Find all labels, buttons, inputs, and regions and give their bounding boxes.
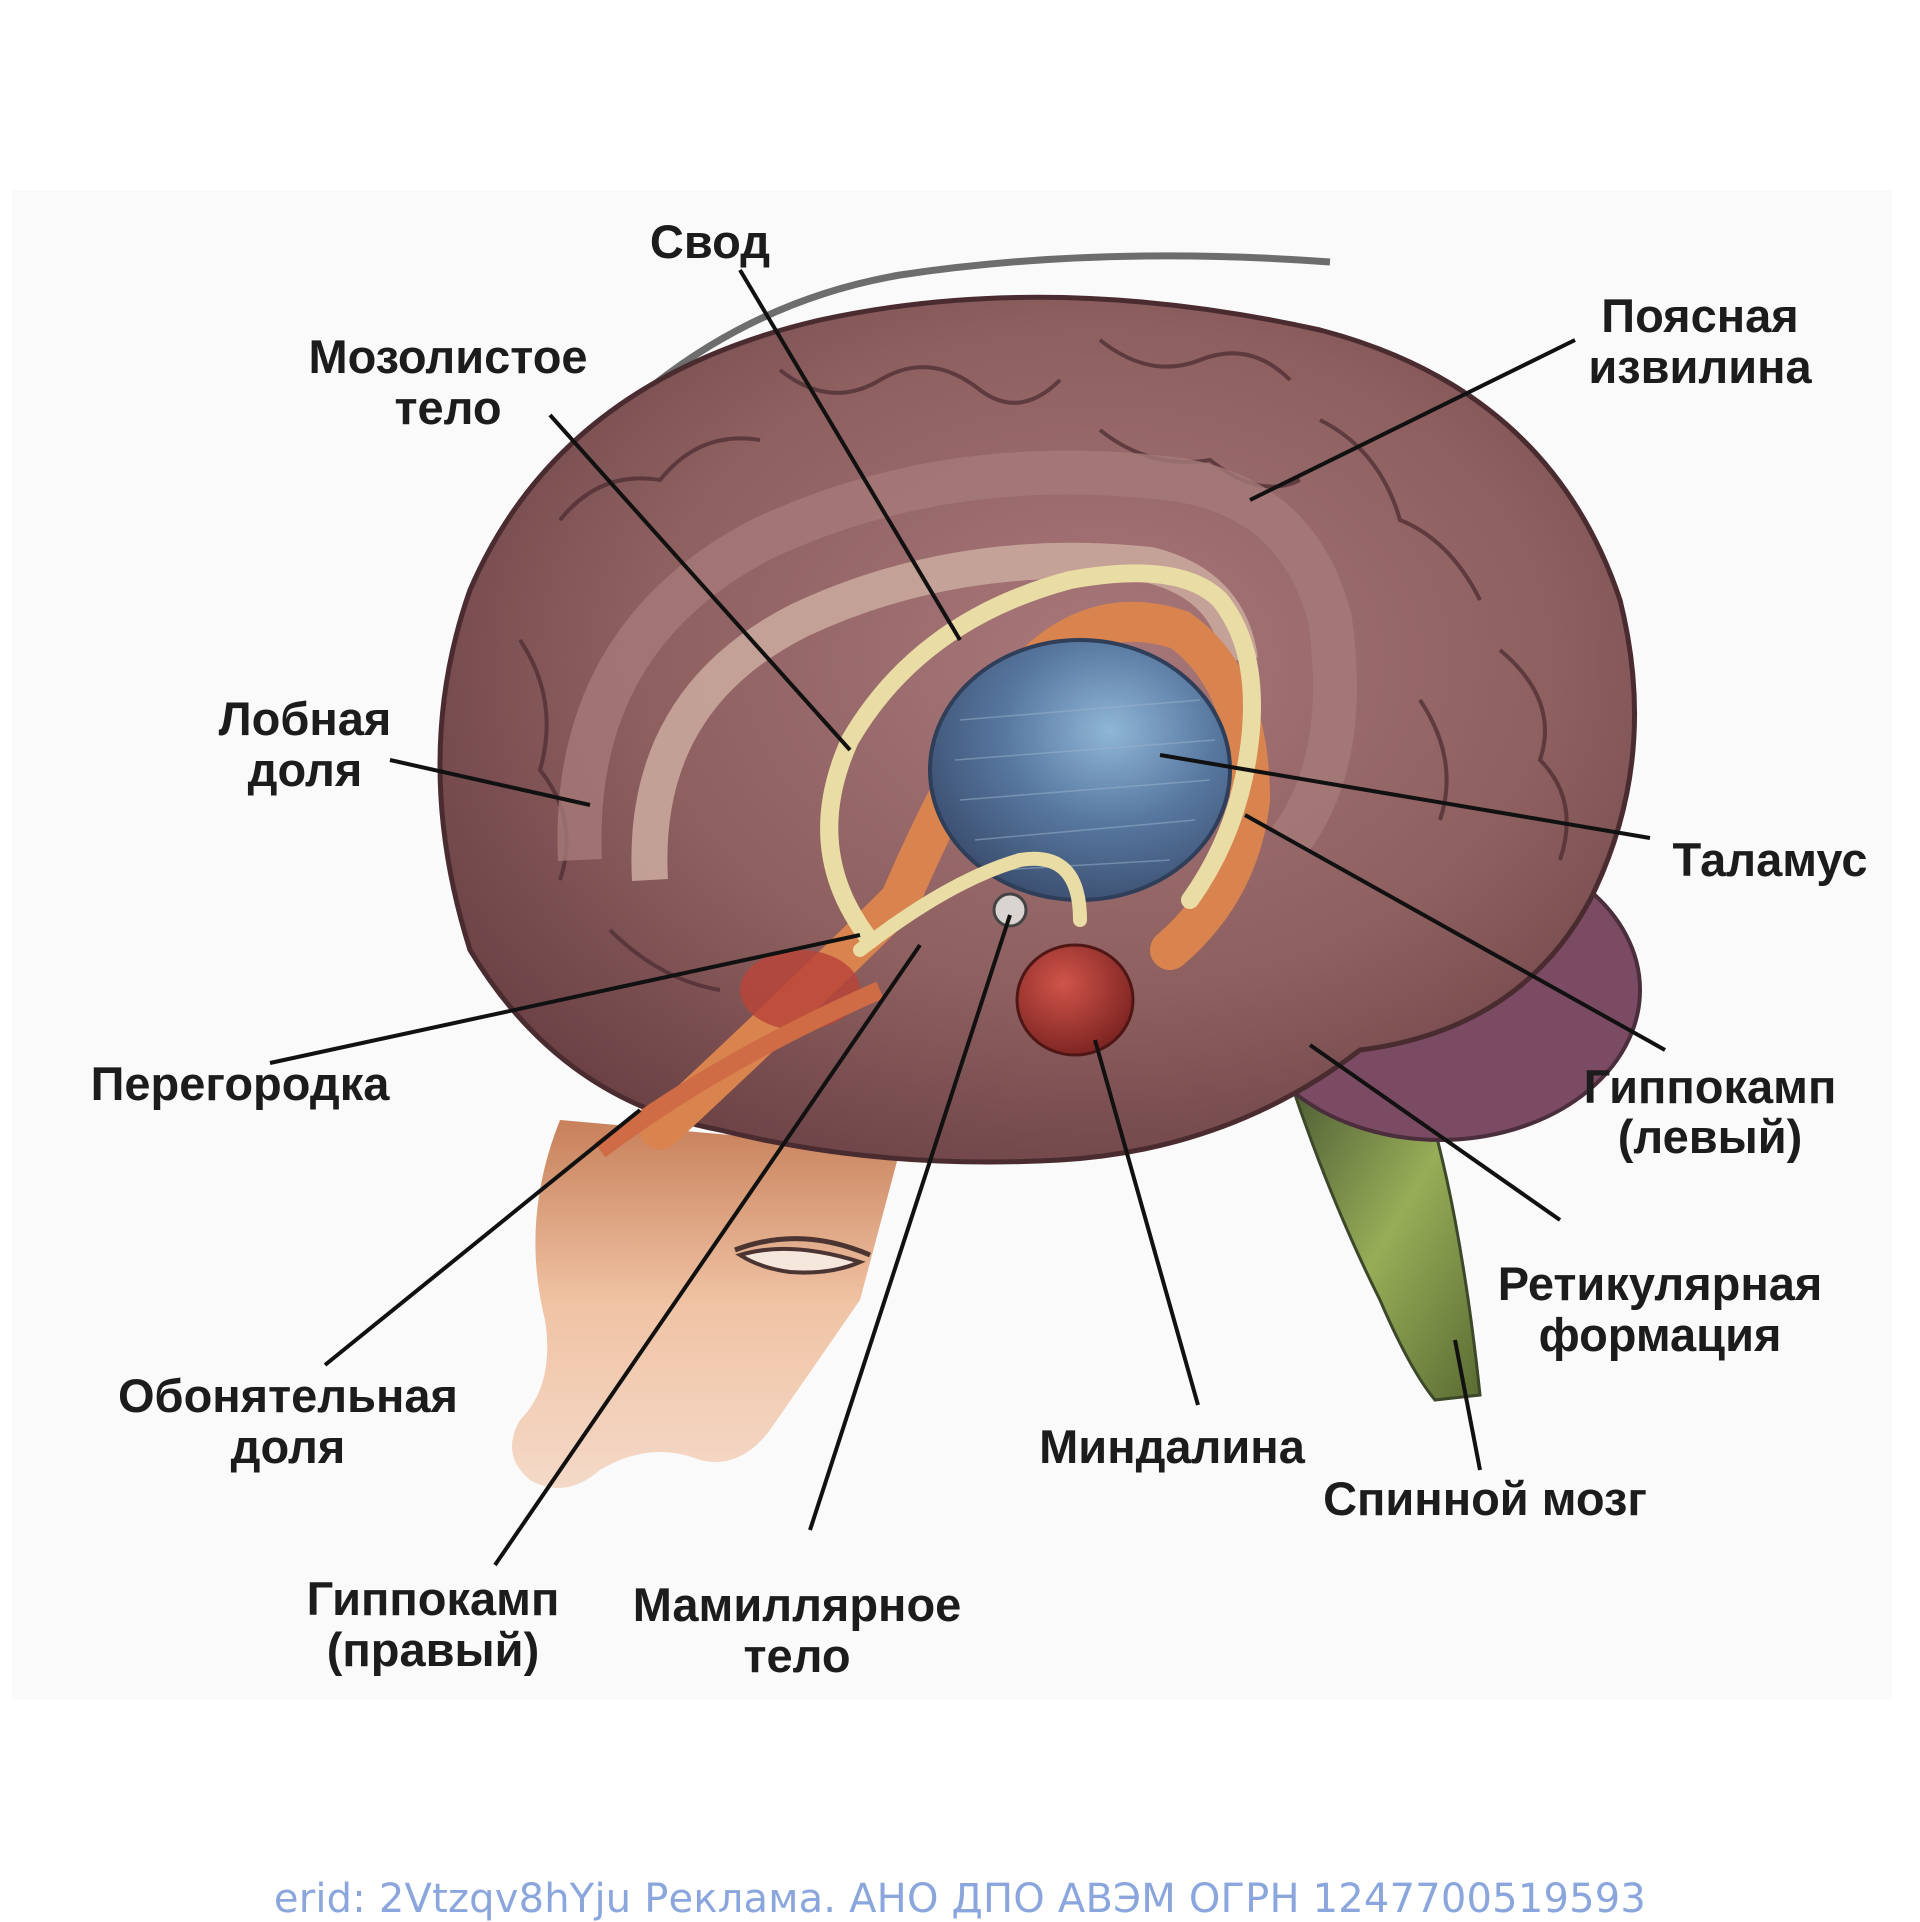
label-obonyatelnaya-1: Обонятельная: [118, 1369, 458, 1422]
leader-mamillyarnoe: [808, 914, 1012, 1531]
leader-lobnaya: [389, 758, 591, 807]
leader-mindalina: [1093, 1039, 1200, 1406]
advertising-footer: erid: 2Vtzqv8hYju Реклама. АНО ДПО АВЭМ …: [273, 1876, 1647, 1922]
label-obonyatelnaya-2: доля: [231, 1420, 346, 1473]
label-mozolistoe-1: Мозолистое: [308, 330, 587, 383]
leader-gippokamp-right: [493, 943, 922, 1567]
label-talamus: Таламус: [1673, 833, 1868, 886]
label-gippokamp-left-1: Гиппокамп: [1584, 1060, 1837, 1113]
label-lobnaya-2: доля: [248, 743, 363, 796]
thalamus-hatching: [954, 699, 1216, 871]
leader-mozolistoe: [548, 413, 852, 752]
label-mindalina: Миндалина: [1039, 1420, 1306, 1473]
cingulate-gyrus-shape: [557, 450, 1357, 861]
label-lobnaya-1: Лобная: [219, 692, 392, 745]
label-retikulyarnaya-1: Ретикулярная: [1498, 1257, 1823, 1310]
label-retikulyarnaya-2: формация: [1539, 1308, 1782, 1361]
leader-lines: [269, 268, 1666, 1567]
labels: Свод Мозолистое тело Поясная извилина Ло…: [91, 215, 1868, 1682]
leader-obonyatelnaya: [323, 1108, 642, 1367]
olfactory-tract-shape: [594, 981, 884, 1158]
label-poyasnaya-2: извилина: [1588, 340, 1812, 393]
amygdala-shape: [1015, 943, 1135, 1057]
thalamus-shape: [928, 638, 1232, 902]
fornix-column-shape: [853, 851, 1087, 957]
label-gippokamp-right-1: Гиппокамп: [307, 1572, 560, 1625]
label-poyasnaya-1: Поясная: [1601, 289, 1798, 342]
spinal-cord-shape: [1287, 1078, 1482, 1402]
label-gippokamp-right-2: (правый): [327, 1623, 539, 1676]
mamillary-body-shape: [992, 892, 1028, 928]
label-svod: Свод: [650, 215, 770, 268]
label-spinnoy-mozg: Спинной мозг: [1323, 1472, 1647, 1525]
leader-svod: [738, 268, 962, 642]
fornix-shape: [820, 564, 1261, 949]
leader-spinnoy: [1453, 1339, 1482, 1471]
leader-poyasnaya: [1249, 338, 1576, 502]
eye-illustration: [735, 1246, 866, 1275]
leader-retikulyarnaya: [1308, 1043, 1562, 1222]
leader-peregorodka: [269, 933, 861, 1065]
leader-gippokamp-left: [1244, 813, 1666, 1052]
label-peregorodka: Перегородка: [91, 1057, 391, 1110]
label-mozolistoe-2: тело: [394, 381, 501, 434]
leader-talamus: [1159, 753, 1651, 840]
label-mamillyarnoe-1: Мамиллярное: [633, 1578, 962, 1631]
label-gippokamp-left-2: (левый): [1618, 1110, 1803, 1163]
label-mamillyarnoe-2: тело: [743, 1629, 850, 1682]
